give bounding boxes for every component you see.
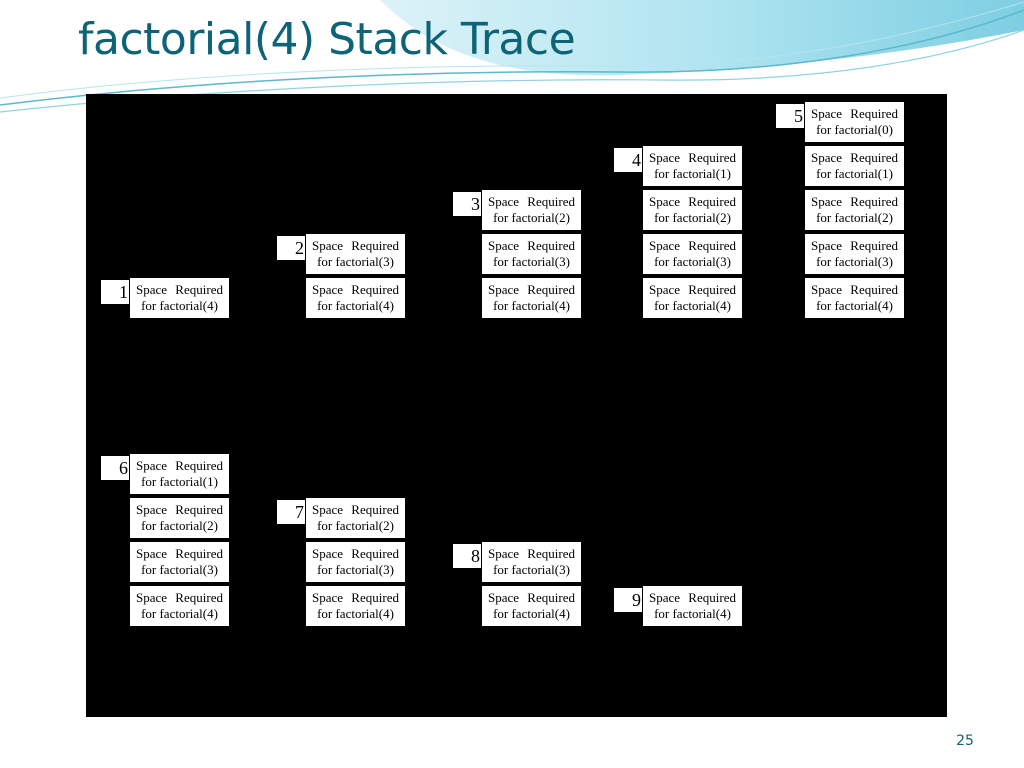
step-number: 1 bbox=[101, 280, 129, 304]
stack-frame-label: Space Required bbox=[312, 502, 399, 517]
stack-frame-label: Space Required bbox=[649, 194, 736, 209]
stack-frame-label: Space Required bbox=[488, 282, 575, 297]
stack-frame-label: Space Required bbox=[811, 282, 898, 297]
step-number: 3 bbox=[453, 192, 481, 216]
stack-frame-label: Space Required bbox=[649, 590, 736, 605]
stack-frame-label: Space Required bbox=[136, 546, 223, 561]
stack-frame-label: Space Required bbox=[649, 238, 736, 253]
stack-frame-function: for factorial(4) bbox=[816, 298, 893, 313]
stack-frame-function: for factorial(0) bbox=[816, 122, 893, 137]
stack-frame-function: for factorial(4) bbox=[493, 606, 570, 621]
stack-frame-function: for factorial(3) bbox=[141, 562, 218, 577]
stack-frame-label: Space Required bbox=[312, 590, 399, 605]
stack-frame-function: for factorial(2) bbox=[493, 210, 570, 225]
stack-frame-label: Space Required bbox=[488, 590, 575, 605]
stack-frame-label: Space Required bbox=[312, 546, 399, 561]
page-number: 25 bbox=[956, 733, 974, 749]
stack-frame-label: Space Required bbox=[312, 238, 399, 253]
stack-frame-label: Space Required bbox=[649, 150, 736, 165]
stack-frame-label: Space Required bbox=[811, 194, 898, 209]
step-number: 5 bbox=[776, 104, 804, 128]
stack-frame-function: for factorial(2) bbox=[816, 210, 893, 225]
stack-frame-label: Space Required bbox=[312, 282, 399, 297]
step-number: 6 bbox=[101, 456, 129, 480]
stack-frame-label: Space Required bbox=[488, 238, 575, 253]
stack-frame-function: for factorial(4) bbox=[317, 298, 394, 313]
stack-frame-function: for factorial(1) bbox=[654, 166, 731, 181]
stack-frame-label: Space Required bbox=[136, 458, 223, 473]
stack-frame-function: for factorial(3) bbox=[654, 254, 731, 269]
stack-frame-function: for factorial(1) bbox=[141, 474, 218, 489]
step-number: 7 bbox=[277, 500, 305, 524]
step-number: 8 bbox=[453, 544, 481, 568]
stack-frame-label: Space Required bbox=[811, 150, 898, 165]
stack-frame-function: for factorial(4) bbox=[141, 298, 218, 313]
stack-frame-function: for factorial(1) bbox=[816, 166, 893, 181]
stack-frame-function: for factorial(3) bbox=[493, 562, 570, 577]
stack-frame-function: for factorial(4) bbox=[493, 298, 570, 313]
stack-frame-label: Space Required bbox=[811, 106, 898, 121]
stack-frame-function: for factorial(2) bbox=[317, 518, 394, 533]
slide-title: factorial(4) Stack Trace bbox=[78, 14, 576, 65]
step-number: 4 bbox=[614, 148, 642, 172]
stack-frame-function: for factorial(3) bbox=[493, 254, 570, 269]
stack-frame-function: for factorial(4) bbox=[654, 606, 731, 621]
step-number: 9 bbox=[614, 588, 642, 612]
stack-frame-function: for factorial(2) bbox=[141, 518, 218, 533]
stack-frame-label: Space Required bbox=[136, 282, 223, 297]
stack-frame-function: for factorial(4) bbox=[654, 298, 731, 313]
stack-frame-label: Space Required bbox=[488, 546, 575, 561]
stack-frame-function: for factorial(3) bbox=[816, 254, 893, 269]
stack-frame-function: for factorial(4) bbox=[317, 606, 394, 621]
stack-frame-label: Space Required bbox=[649, 282, 736, 297]
stack-frame-label: Space Required bbox=[136, 502, 223, 517]
stack-frame-label: Space Required bbox=[488, 194, 575, 209]
stack-frame-function: for factorial(2) bbox=[654, 210, 731, 225]
stack-frame-function: for factorial(3) bbox=[317, 254, 394, 269]
step-number: 2 bbox=[277, 236, 305, 260]
stack-frame-function: for factorial(4) bbox=[141, 606, 218, 621]
stack-frame-function: for factorial(3) bbox=[317, 562, 394, 577]
stack-frame-label: Space Required bbox=[811, 238, 898, 253]
stack-frame-label: Space Required bbox=[136, 590, 223, 605]
